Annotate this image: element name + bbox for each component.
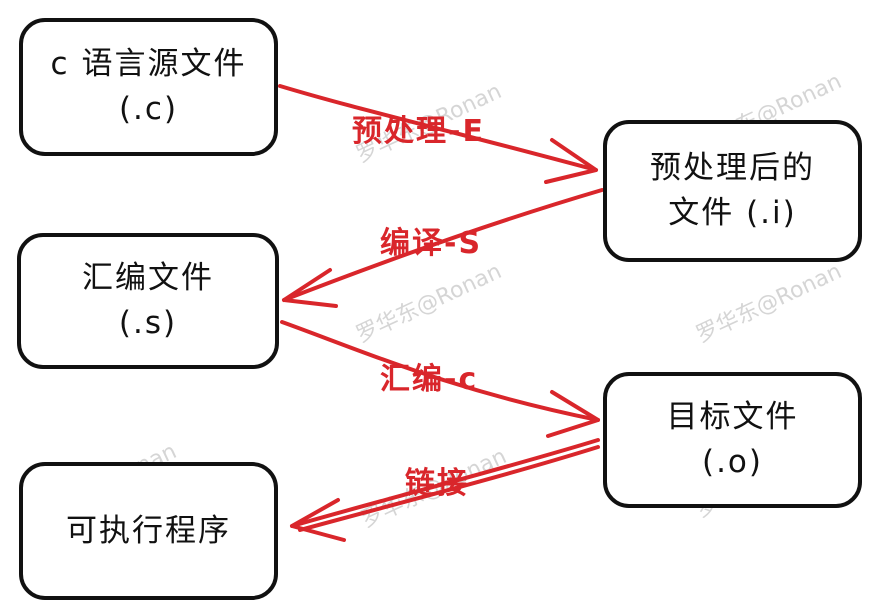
node-c-source-ext: (.c) (118, 91, 179, 127)
arrow-link-2 (298, 445, 600, 532)
edge-label-compile: 编译-S (380, 226, 483, 261)
node-c-source: c 语言源文件 (.c) (19, 18, 278, 156)
edge-label-preprocess: 预处理-E (352, 114, 485, 149)
node-executable-name: 可执行程序 (66, 512, 231, 549)
node-executable: 可执行程序 (19, 462, 278, 600)
arrow-compile (282, 188, 604, 302)
node-assembly-name: 汇编文件 (82, 260, 214, 297)
node-object: 目标文件 (.o) (603, 372, 862, 508)
node-c-source-name: c 语言源文件 (50, 46, 247, 83)
arrow-assemble (280, 320, 600, 422)
arrow-compile-head (282, 268, 338, 308)
node-object-ext: (.o) (701, 444, 763, 480)
edge-label-assemble: 汇编-c (380, 362, 479, 397)
arrow-preprocess (278, 84, 598, 172)
node-preprocessed: 预处理后的 文件 (.i) (603, 120, 862, 262)
edge-label-link: 链接 (405, 466, 469, 501)
arrow-preprocess-head (544, 138, 598, 184)
node-assembly: 汇编文件 (.s) (17, 233, 279, 369)
node-object-name: 目标文件 (666, 399, 799, 436)
arrow-assemble-head (546, 390, 600, 438)
arrow-link (290, 438, 600, 528)
node-assembly-ext: (.s) (118, 305, 178, 341)
node-preprocessed-name: 预处理后的 (650, 150, 815, 187)
arrow-link-head (290, 498, 346, 542)
node-preprocessed-ext: 文件 (.i) (668, 195, 797, 231)
